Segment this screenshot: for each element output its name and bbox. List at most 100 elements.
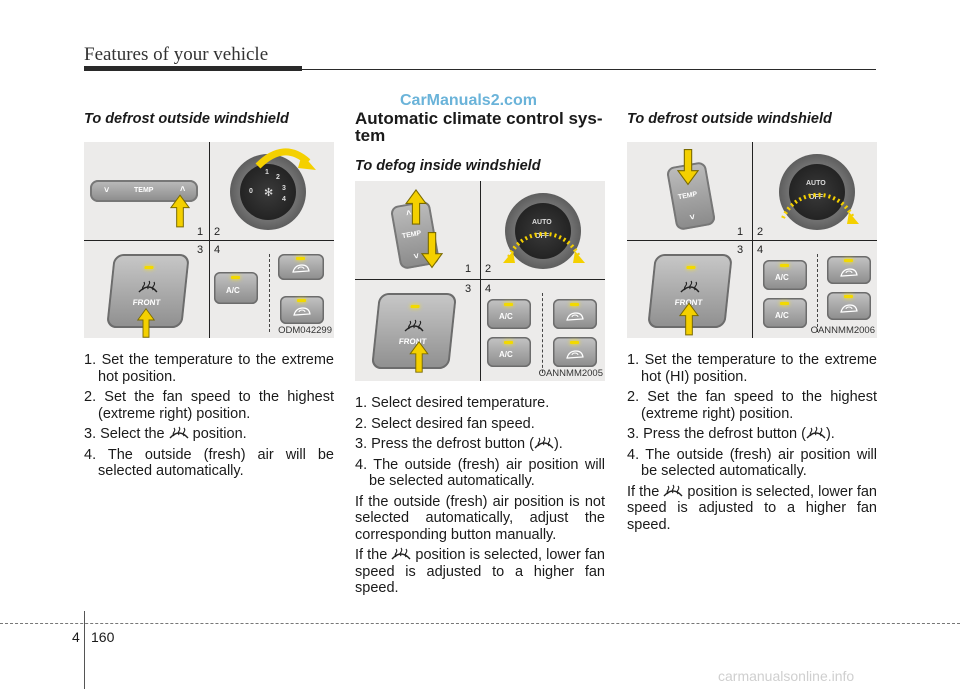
temp-label: TEMP bbox=[134, 187, 154, 194]
col1-figure: 1 2 3 4 TEMP ˅ ˄ 1 2 3 4 0 ✻ FRONT bbox=[84, 142, 334, 338]
front-defrost-icon bbox=[806, 426, 826, 441]
fig-divider-horizontal bbox=[627, 240, 877, 242]
step-3: 3. Press the defrost button (). bbox=[627, 426, 877, 443]
header-rule-thin bbox=[302, 68, 876, 70]
front-defrost-icon bbox=[534, 436, 554, 451]
recirculation-button[interactable] bbox=[827, 292, 871, 320]
dial-number-1: 1 bbox=[265, 169, 269, 176]
recirculation-icon bbox=[291, 263, 311, 275]
step-4: 4. The outside (fresh) air position will… bbox=[355, 456, 605, 490]
figure-code: ODM042299 bbox=[278, 325, 332, 336]
chevron-down-icon: ˅ bbox=[104, 185, 110, 195]
fig-divider-vertical bbox=[480, 181, 482, 381]
ac-button[interactable]: A/C bbox=[214, 272, 258, 304]
chapter-number: 4 bbox=[72, 629, 80, 645]
fig-number-1: 1 bbox=[465, 263, 472, 275]
ac-button[interactable]: A/C bbox=[487, 337, 531, 367]
fig-number-1: 1 bbox=[737, 226, 744, 238]
recirc-led bbox=[297, 299, 306, 302]
para-text-a: If the bbox=[627, 483, 664, 500]
yellow-arrow-icon bbox=[679, 302, 699, 336]
yellow-arrow-icon bbox=[170, 194, 190, 228]
ac-led bbox=[504, 341, 513, 344]
fresh-air-button[interactable] bbox=[827, 256, 871, 284]
col3-subheading: To defrost outside windshield bbox=[627, 111, 832, 127]
step-3-text-a: 3. Press the defrost button ( bbox=[355, 436, 534, 452]
page-number: 160 bbox=[91, 629, 115, 645]
ac-led bbox=[504, 303, 513, 306]
chevron-up-icon: ˄ bbox=[180, 184, 186, 194]
temp-dial-face: AUTO OFF bbox=[515, 203, 571, 259]
recirculation-icon bbox=[839, 303, 859, 315]
dial-number-0: 0 bbox=[249, 188, 253, 195]
chevron-down-icon: ˅ bbox=[688, 211, 696, 223]
dashed-divider bbox=[817, 254, 818, 332]
recirculation-icon bbox=[565, 311, 585, 323]
recirc-led bbox=[844, 295, 853, 298]
ac-button[interactable]: A/C bbox=[487, 299, 531, 329]
step-3-text-b: position. bbox=[188, 426, 247, 442]
para-text-b: position is selected, lower fan speed is… bbox=[355, 547, 605, 596]
fig-number-4: 4 bbox=[757, 244, 764, 256]
front-label: FRONT bbox=[132, 298, 161, 307]
col2-subheading: To defog inside windshield bbox=[355, 158, 541, 174]
col3-paragraph-1: If the position is selected, lower fan s… bbox=[627, 484, 877, 534]
fan-dial-face: AUTO OFF bbox=[789, 164, 845, 220]
yellow-arrow-icon bbox=[677, 149, 699, 185]
defrost-led bbox=[144, 266, 154, 269]
step-2: 2. Set the fan speed to the highest (ext… bbox=[84, 389, 334, 422]
recirculation-button[interactable] bbox=[280, 296, 324, 324]
front-defrost-icon bbox=[169, 426, 189, 441]
yellow-arrow-icon bbox=[421, 232, 443, 268]
ac-button[interactable]: A/C bbox=[763, 260, 807, 290]
col3-steps: 1. Set the temperature to the extreme ho… bbox=[627, 352, 877, 480]
recirculation-button[interactable] bbox=[553, 337, 597, 367]
front-defrost-icon bbox=[138, 280, 160, 295]
col2-paragraph-1: If the outside (fresh) air position is n… bbox=[355, 493, 605, 543]
step-2: 2. Select desired fan speed. bbox=[355, 415, 535, 432]
column-2: Automatic climate control sys-tem To def… bbox=[355, 110, 605, 597]
front-defrost-icon bbox=[663, 484, 683, 499]
fig-number-3: 3 bbox=[737, 244, 744, 256]
figure-code: OANNMM2006 bbox=[810, 325, 875, 336]
defrost-led bbox=[686, 266, 696, 269]
rotate-arrow-icon bbox=[503, 231, 585, 263]
fig-number-3: 3 bbox=[465, 283, 472, 295]
para-text-a: If the bbox=[355, 547, 392, 563]
fig-number-4: 4 bbox=[214, 244, 221, 256]
front-defrost-icon bbox=[680, 280, 702, 295]
dashed-divider bbox=[542, 293, 543, 373]
step-3-text-a: 3. Select the bbox=[84, 426, 169, 442]
ac-label: A/C bbox=[226, 286, 240, 295]
ac-label: A/C bbox=[775, 273, 789, 282]
dashed-divider bbox=[269, 254, 270, 332]
step-4: 4. The outside (fresh) air will be selec… bbox=[84, 446, 334, 480]
recirc-led bbox=[570, 341, 579, 344]
col1-subheading: To defrost outside windshield bbox=[84, 111, 289, 127]
ac-label: A/C bbox=[499, 312, 513, 321]
col2-figure: 1 2 3 4 TEMP ˄ ˅ AUTO OFF FRONT A/C bbox=[355, 181, 605, 381]
ac-label: A/C bbox=[775, 311, 789, 320]
step-3-text-b: ). bbox=[553, 436, 563, 452]
ac-button[interactable]: A/C bbox=[763, 298, 807, 328]
fan-dial-face: 1 2 3 4 0 ✻ bbox=[240, 164, 296, 220]
fig-number-2: 2 bbox=[757, 226, 764, 238]
col3-figure: 1 2 3 4 TEMP ˄ ˅ AUTO OFF FRONT A/C bbox=[627, 142, 877, 338]
fresh-air-led bbox=[296, 257, 305, 260]
fig-number-4: 4 bbox=[485, 283, 492, 295]
step-4: 4. The outside (fresh) air position will… bbox=[627, 446, 877, 480]
step-1: 1. Set the temperature to the extreme ho… bbox=[84, 352, 334, 385]
dial-number-4: 4 bbox=[282, 196, 286, 203]
front-defrost-icon bbox=[404, 319, 426, 334]
watermark-bottom: carmanualsonline.info bbox=[718, 668, 855, 684]
temp-control-panel[interactable]: TEMP ˅ ˄ bbox=[90, 180, 198, 202]
yellow-arrow-icon bbox=[405, 189, 427, 225]
col2-steps: 1. Select desired temperature. 2. Select… bbox=[355, 395, 605, 490]
col1-steps: 1. Set the temperature to the extreme ho… bbox=[84, 352, 334, 480]
para-text-b: position is selected, lower fan speed is… bbox=[627, 483, 877, 533]
fig-number-2: 2 bbox=[214, 226, 221, 238]
fresh-air-button[interactable] bbox=[278, 254, 324, 280]
col2-paragraph-2: If the position is selected, lower fan s… bbox=[355, 547, 605, 597]
fresh-air-button[interactable] bbox=[553, 299, 597, 329]
header-rule-thick bbox=[84, 66, 302, 71]
